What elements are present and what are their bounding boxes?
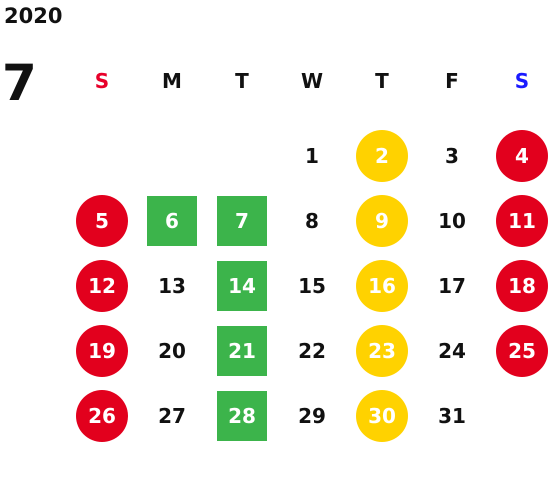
day-cell: 28 — [207, 383, 277, 448]
day-number: 4 — [496, 129, 548, 182]
day-number: 17 — [438, 273, 466, 298]
weekday-saturday: S — [514, 69, 530, 93]
day-number: 9 — [356, 194, 408, 247]
weekday-monday: M — [162, 69, 182, 93]
day-cell: 3 — [417, 123, 487, 188]
day-number: 8 — [305, 208, 319, 233]
day-number: 23 — [356, 324, 408, 377]
day-cell: 29 — [277, 383, 347, 448]
empty-cell — [67, 123, 137, 188]
empty-cell — [137, 123, 207, 188]
day-number: 14 — [217, 260, 267, 311]
day-cell: 12 — [67, 253, 137, 318]
day-number: 15 — [298, 273, 326, 298]
day-cell: 11 — [487, 188, 548, 253]
day-cell: 19 — [67, 318, 137, 383]
day-number: 26 — [76, 389, 128, 442]
day-number: 22 — [298, 338, 326, 363]
day-number: 5 — [76, 194, 128, 247]
day-cell: 6 — [137, 188, 207, 253]
day-cell: 2 — [347, 123, 417, 188]
day-number: 13 — [158, 273, 186, 298]
day-cell: 14 — [207, 253, 277, 318]
day-cell: 5 — [67, 188, 137, 253]
day-cell: 30 — [347, 383, 417, 448]
day-number: 16 — [356, 259, 408, 312]
day-number: 18 — [496, 259, 548, 312]
day-number: 10 — [438, 208, 466, 233]
day-cell: 4 — [487, 123, 548, 188]
day-cell: 17 — [417, 253, 487, 318]
day-number: 31 — [438, 403, 466, 428]
weekday-sunday: S — [94, 69, 110, 93]
day-number: 28 — [217, 390, 267, 441]
day-cell: 21 — [207, 318, 277, 383]
day-cell: 27 — [137, 383, 207, 448]
day-number: 11 — [496, 194, 548, 247]
day-cell: 25 — [487, 318, 548, 383]
day-cell: 20 — [137, 318, 207, 383]
weekday-tuesday: T — [235, 69, 249, 93]
day-number: 21 — [217, 325, 267, 376]
day-cell: 8 — [277, 188, 347, 253]
day-number: 29 — [298, 403, 326, 428]
day-number: 12 — [76, 259, 128, 312]
day-number: 30 — [356, 389, 408, 442]
day-cell: 1 — [277, 123, 347, 188]
day-number: 25 — [496, 324, 548, 377]
day-cell: 16 — [347, 253, 417, 318]
day-cell: 22 — [277, 318, 347, 383]
weekday-wednesday: W — [300, 69, 324, 93]
day-cell: 18 — [487, 253, 548, 318]
day-number: 24 — [438, 338, 466, 363]
year-label: 2020 — [4, 4, 63, 28]
day-number: 6 — [147, 195, 197, 246]
day-cell: 9 — [347, 188, 417, 253]
day-number: 27 — [158, 403, 186, 428]
day-number: 7 — [217, 195, 267, 246]
day-cell: 10 — [417, 188, 487, 253]
day-number: 2 — [356, 129, 408, 182]
day-number: 3 — [445, 143, 459, 168]
day-cell: 13 — [137, 253, 207, 318]
weekday-thursday: T — [375, 69, 389, 93]
day-number: 1 — [305, 143, 319, 168]
month-number: 7 — [2, 54, 37, 112]
day-cell: 7 — [207, 188, 277, 253]
weekday-friday: F — [445, 69, 459, 93]
day-cell: 26 — [67, 383, 137, 448]
day-cell: 24 — [417, 318, 487, 383]
day-cell: 31 — [417, 383, 487, 448]
day-number: 19 — [76, 324, 128, 377]
empty-cell — [207, 123, 277, 188]
day-number: 20 — [158, 338, 186, 363]
day-cell: 15 — [277, 253, 347, 318]
weekday-header: S M T W T F S — [67, 62, 548, 100]
day-cell: 23 — [347, 318, 417, 383]
